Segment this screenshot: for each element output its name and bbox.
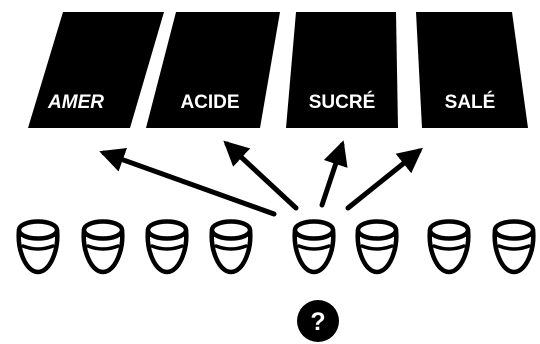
taste-label-amer: AMER	[47, 92, 104, 113]
arrow-to-acide	[223, 140, 299, 211]
taste-box-amer: AMER	[28, 12, 164, 128]
cup-icon	[81, 219, 125, 275]
taste-box-sale: SALÉ	[416, 12, 528, 128]
cup-icon	[145, 219, 189, 275]
cup-icon	[492, 219, 536, 275]
cup-icon	[292, 219, 336, 275]
cups-row	[16, 219, 536, 275]
taste-label-sucre: SUCRÉ	[309, 91, 376, 113]
arrows	[99, 140, 423, 217]
arrow-to-amer	[99, 147, 277, 217]
arrow-to-sucre	[319, 140, 348, 208]
cup-icon	[355, 219, 399, 275]
cup-icon	[427, 219, 471, 275]
question-mark: ?	[310, 308, 325, 336]
taste-label-sale: SALÉ	[445, 91, 496, 113]
taste-box-acide: ACIDE	[146, 12, 280, 128]
taste-label-acide: ACIDE	[180, 92, 239, 113]
cup-icon	[209, 219, 253, 275]
arrow-to-sale	[345, 147, 423, 211]
taste-box-sucre: SUCRÉ	[286, 12, 398, 128]
question-badge: ?	[297, 300, 339, 342]
cup-icon	[16, 219, 60, 275]
